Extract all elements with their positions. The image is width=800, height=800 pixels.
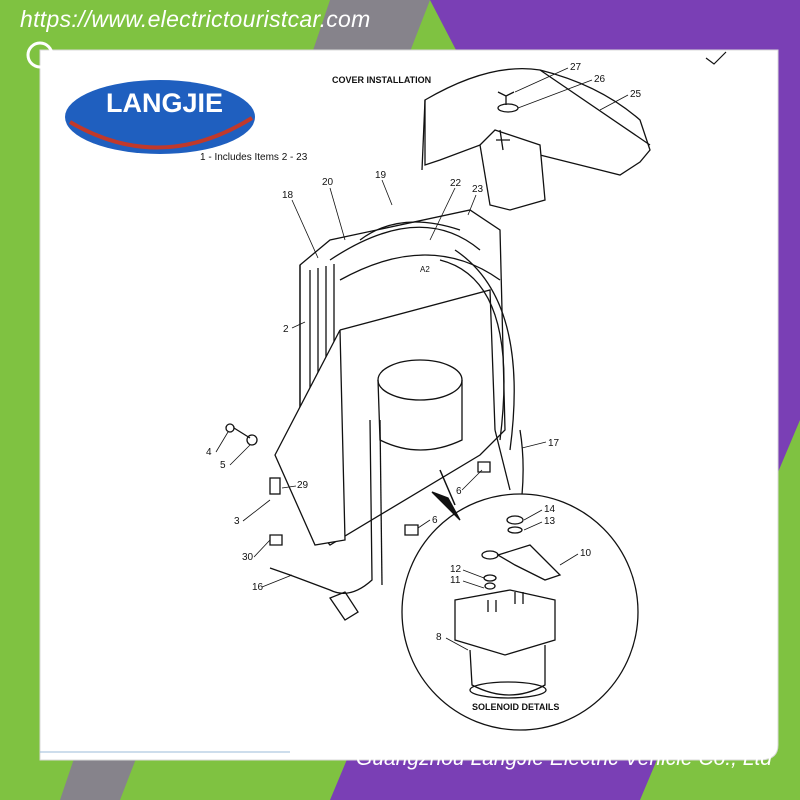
callout-6-upper: 6 — [456, 486, 462, 497]
callout-6-lower: 6 — [432, 515, 438, 526]
cover-drawing — [421, 67, 651, 211]
callout-27: 27 — [570, 62, 582, 73]
terminal-label-a2: A2 — [420, 265, 430, 274]
controller-drawing — [225, 209, 524, 621]
callout-16: 16 — [252, 582, 264, 593]
includes-note: 1 - Includes Items 2 - 23 — [200, 152, 308, 163]
callout-20: 20 — [322, 177, 334, 188]
callout-17: 17 — [548, 438, 560, 449]
callout-26: 26 — [594, 74, 606, 85]
solenoid-detail — [401, 469, 639, 731]
callout-8: 8 — [436, 632, 442, 643]
callout-23: 23 — [472, 184, 484, 195]
callout-4: 4 — [206, 447, 212, 458]
company-footer: Guangzhou LangJie Electric Vehicle Co., … — [356, 747, 772, 770]
callout-2: 2 — [283, 324, 289, 335]
callout-13: 13 — [544, 516, 556, 527]
callout-18: 18 — [282, 190, 294, 201]
callout-3: 3 — [234, 516, 240, 527]
callout-30: 30 — [242, 552, 254, 563]
leader-lines — [215, 67, 629, 651]
cover-installation-title: COVER INSTALLATION — [332, 75, 431, 85]
callout-11: 11 — [450, 575, 461, 586]
website-url: https://www.electrictouristcar.com — [20, 6, 371, 32]
callout-10: 10 — [580, 548, 592, 559]
callout-12: 12 — [450, 564, 462, 575]
solenoid-details-title: SOLENOID DETAILS — [472, 702, 559, 712]
logo-text: LANGJIE — [106, 88, 223, 118]
callout-19: 19 — [375, 170, 387, 181]
callout-25: 25 — [630, 89, 642, 100]
callout-labels: 27 26 25 18 20 19 22 23 2 4 5 29 3 30 16… — [206, 62, 642, 643]
callout-29: 29 — [297, 480, 309, 491]
callout-14: 14 — [544, 504, 556, 515]
callout-22: 22 — [450, 178, 462, 189]
langjie-logo: LANGJIE — [65, 80, 255, 154]
callout-5: 5 — [220, 460, 226, 471]
